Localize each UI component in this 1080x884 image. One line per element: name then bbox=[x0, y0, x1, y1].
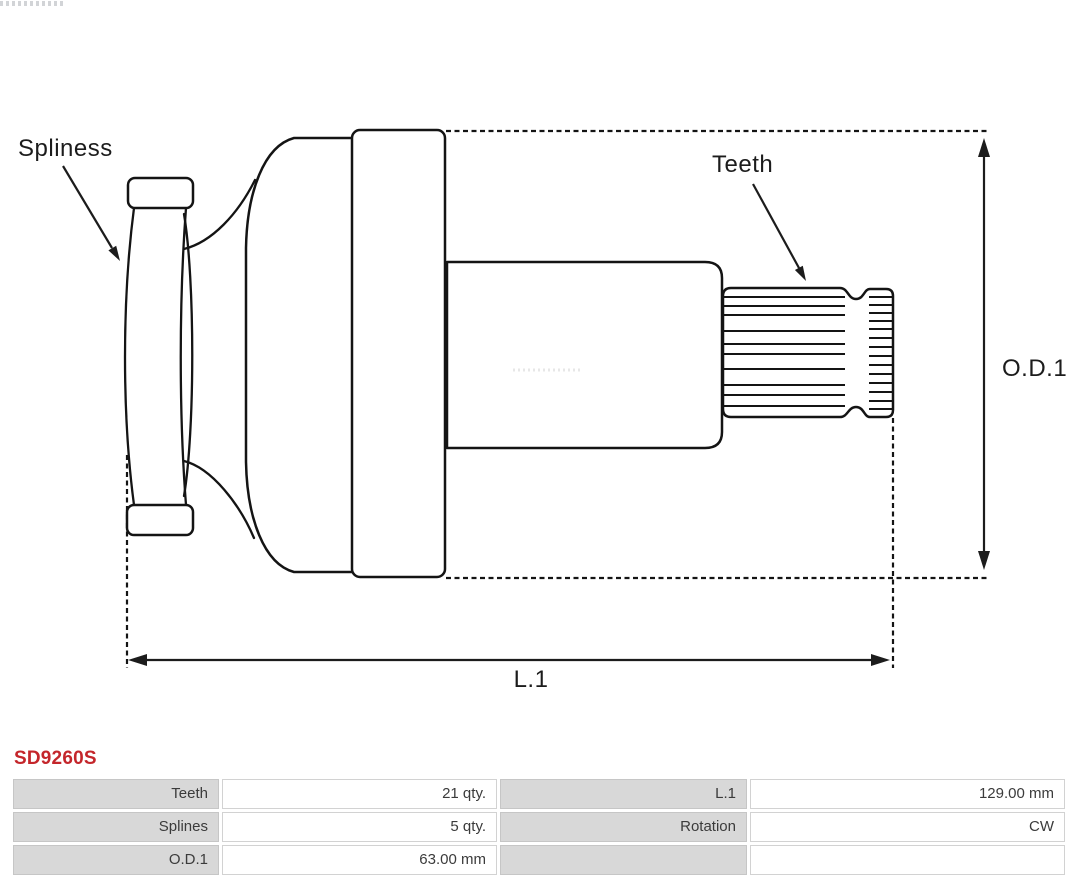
spec-value-od1: 63.00 mm bbox=[222, 845, 497, 875]
spec-label-splines: Splines bbox=[13, 812, 219, 842]
splines-leader-arrow bbox=[62, 165, 120, 261]
spec-value-teeth: 21 qty. bbox=[222, 779, 497, 809]
fork-tab-bottom bbox=[125, 503, 195, 537]
spec-label-l1: L.1 bbox=[500, 779, 747, 809]
lower-funnel-curve bbox=[182, 459, 256, 540]
spec-value-empty bbox=[750, 845, 1065, 875]
l1-dimension-arrow bbox=[128, 654, 890, 666]
spec-value-splines: 5 qty. bbox=[222, 812, 497, 842]
spec-value-rotation: CW bbox=[750, 812, 1065, 842]
spec-label-od1: O.D.1 bbox=[13, 845, 219, 875]
bell-housing-outline bbox=[244, 136, 352, 574]
pinion-gear-outline bbox=[721, 286, 895, 419]
gear-teeth-lines bbox=[724, 296, 845, 407]
spec-label-rotation: Rotation bbox=[500, 812, 747, 842]
upper-funnel-curve bbox=[182, 178, 257, 251]
l1-label: L.1 bbox=[514, 666, 549, 693]
spec-table: Teeth 21 qty. L.1 129.00 mm Splines 5 qt… bbox=[13, 779, 1065, 875]
teeth-label: Teeth bbox=[712, 151, 773, 178]
main-body-outline bbox=[350, 128, 447, 579]
spec-label-empty bbox=[500, 845, 747, 875]
od1-label: O.D.1 bbox=[1002, 355, 1067, 382]
fork-tab-top bbox=[126, 176, 195, 210]
spec-value-l1: 129.00 mm bbox=[750, 779, 1065, 809]
collar-ring-edge bbox=[182, 212, 194, 498]
watermark bbox=[0, 1, 66, 6]
od1-dimension-arrow bbox=[978, 138, 990, 570]
shaft-outline bbox=[445, 260, 724, 450]
end-collar-teeth-lines bbox=[869, 296, 892, 410]
starter-drive-technical-drawing: O.D.1 L.1 bbox=[18, 128, 1067, 693]
splines-label: Spliness bbox=[18, 135, 113, 162]
collar-inner-arc bbox=[179, 206, 188, 507]
collar-outer-arc bbox=[123, 206, 136, 507]
spec-label-teeth: Teeth bbox=[13, 779, 219, 809]
teeth-leader-arrow bbox=[752, 183, 806, 281]
part-number: SD9260S bbox=[14, 748, 97, 769]
